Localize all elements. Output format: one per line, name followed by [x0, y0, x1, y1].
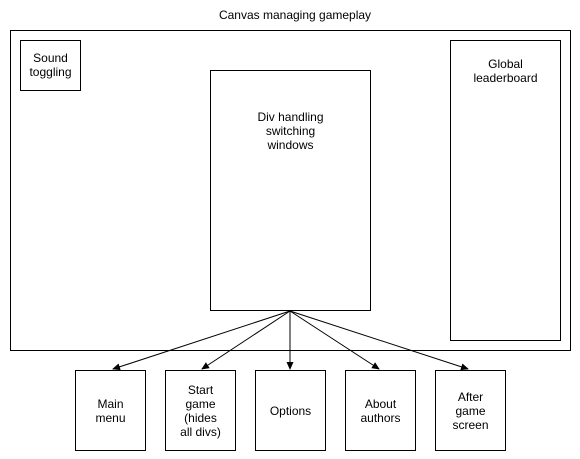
global-leaderboard-label: Global leaderboard: [473, 57, 538, 85]
window-switcher-node: Div handling switching windows: [210, 70, 371, 311]
about-authors-label: About authors: [360, 396, 401, 425]
main-menu-node: Main menu: [75, 370, 146, 451]
window-switcher-label: Div handling switching windows: [257, 110, 324, 152]
after-game-screen-node: After game screen: [435, 370, 506, 451]
sound-toggling-label: Sound toggling: [29, 51, 72, 79]
after-game-screen-label: After game screen: [452, 389, 489, 432]
start-game-label: Start game (hides all divs): [180, 382, 221, 439]
canvas-title: Canvas managing gameplay: [218, 8, 372, 22]
options-node: Options: [255, 370, 326, 451]
about-authors-node: About authors: [345, 370, 416, 451]
options-label: Options: [269, 403, 312, 418]
sound-toggling-node: Sound toggling: [20, 40, 81, 91]
start-game-node: Start game (hides all divs): [165, 370, 236, 451]
global-leaderboard-node: Global leaderboard: [450, 40, 561, 341]
main-menu-label: Main menu: [95, 396, 126, 425]
